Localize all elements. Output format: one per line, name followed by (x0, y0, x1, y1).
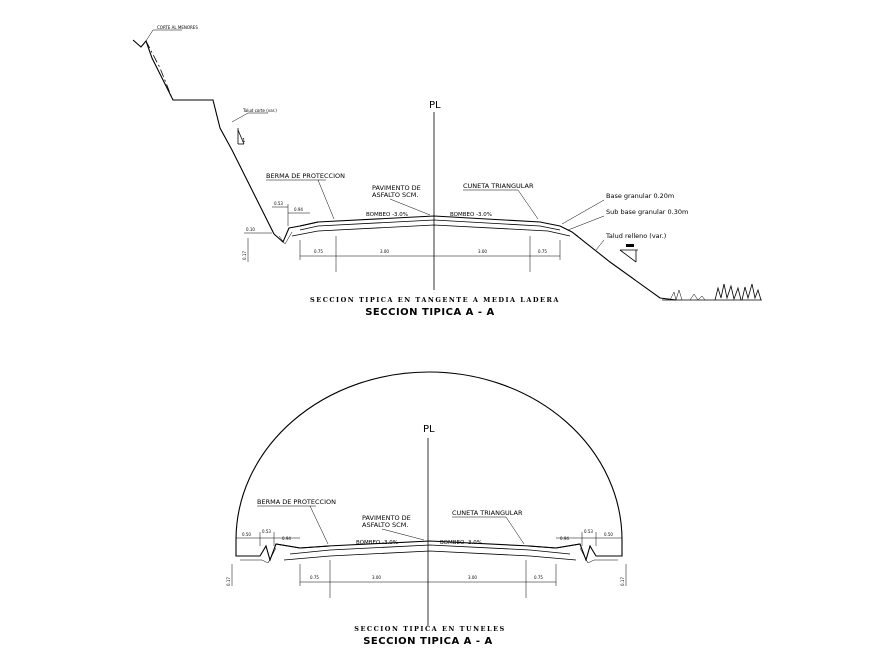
top-bombeo-right: BOMBEO -3.0% (450, 212, 492, 218)
top-pl-label: PL (429, 100, 441, 111)
top-berma-label: BERMA DE PROTECCION (266, 172, 345, 180)
top-dim-300-right: 3.00 (478, 249, 487, 254)
bottom-caption-sub: SECCION TIPICA EN TUNELES (354, 625, 505, 633)
top-dim-017: 0.17 (242, 251, 247, 260)
bottom-dim-053-left: 0.53 (262, 529, 271, 534)
top-pavement-surface (299, 215, 561, 227)
top-dim-300-left: 3.00 (380, 249, 389, 254)
top-dim-053: 0.53 (274, 201, 283, 206)
bottom-berma-label: BERMA DE PROTECCION (257, 498, 336, 506)
top-bombeo-left: BOMBEO -3.0% (366, 212, 408, 218)
top-vegetation (662, 283, 762, 301)
bottom-caption-main: SECCION TIPICA A - A (363, 636, 493, 647)
top-fill-slope-symbol (619, 244, 638, 263)
top-caption-sub: SECCION TIPICA EN TANGENTE A MEDIA LADER… (310, 296, 560, 304)
bottom-dim-094-right: 0.94 (560, 536, 569, 541)
top-note-label: CORTE AL MENORES (157, 25, 198, 30)
bottom-bombeo-right: BOMBEO -3.0% (440, 540, 482, 546)
bottom-dim-017-left: 0.17 (226, 577, 231, 586)
bottom-pavimento-label-2: ASFALTO SCM. (362, 521, 408, 529)
bottom-dim-050-left: 0.50 (242, 532, 251, 537)
top-subbase-label: Sub base granular 0.30m (606, 208, 688, 216)
bottom-base-line (289, 544, 571, 555)
top-dim-094: 0.94 (294, 207, 303, 212)
top-slope-symbol: Talud corte (var.) 1 (231, 108, 277, 145)
bottom-pl-label: PL (423, 424, 435, 435)
top-dim-075-right: 0.75 (538, 249, 547, 254)
bottom-dim-050-right: 0.50 (604, 532, 613, 537)
bottom-pavement-surface (275, 540, 581, 549)
bottom-dim-094-left: 0.94 (282, 536, 291, 541)
bottom-subbase-line (283, 550, 577, 561)
top-dim-010: 0.10 (246, 227, 255, 232)
tunnel-arch (235, 371, 623, 541)
top-caption-main: SECCION TIPICA A - A (365, 307, 495, 318)
bottom-dim-chain: 0.75 3.00 3.00 0.75 (299, 560, 557, 598)
top-cut-slope (132, 39, 275, 235)
top-base-label: Base granular 0.20m (606, 192, 674, 200)
top-dim-chain: 0.75 3.00 3.00 0.75 (299, 236, 561, 272)
bottom-dim-075-right: 0.75 (534, 575, 543, 580)
top-dim-075-left: 0.75 (314, 249, 323, 254)
bottom-bombeo-left: BOMBEO -3.0% (356, 540, 398, 546)
top-cuneta-label: CUNETA TRIANGULAR (463, 182, 534, 190)
top-talud-relleno-label: Talud relleno (var.) (605, 232, 666, 240)
bottom-dim-075-left: 0.75 (310, 575, 319, 580)
bottom-cuneta-label: CUNETA TRIANGULAR (452, 509, 523, 517)
top-pavimento-label-1: PAVIMENTO DE (372, 184, 421, 192)
bottom-pavimento-label-1: PAVIMENTO DE (362, 514, 411, 522)
bottom-dim-300-right: 3.00 (468, 575, 477, 580)
top-cut-slope-dash (145, 40, 173, 99)
top-subbase-line (291, 224, 571, 237)
top-cut-note: Talud corte (var.) (242, 108, 277, 113)
top-section: CORTE AL MENORES Talud corte (var.) 1 (132, 25, 762, 318)
bottom-dim-053-right: 0.53 (584, 529, 593, 534)
top-slope-ratio: 1 (242, 138, 246, 144)
bottom-section: PL BERMA DE PROTECCION PAVIMENTO DE ASFA… (226, 371, 627, 647)
bottom-dim-300-left: 3.00 (372, 575, 381, 580)
bottom-dim-017-right: 0.17 (620, 577, 625, 586)
top-pavimento-label-2: ASFALTO SCM. (372, 191, 418, 199)
